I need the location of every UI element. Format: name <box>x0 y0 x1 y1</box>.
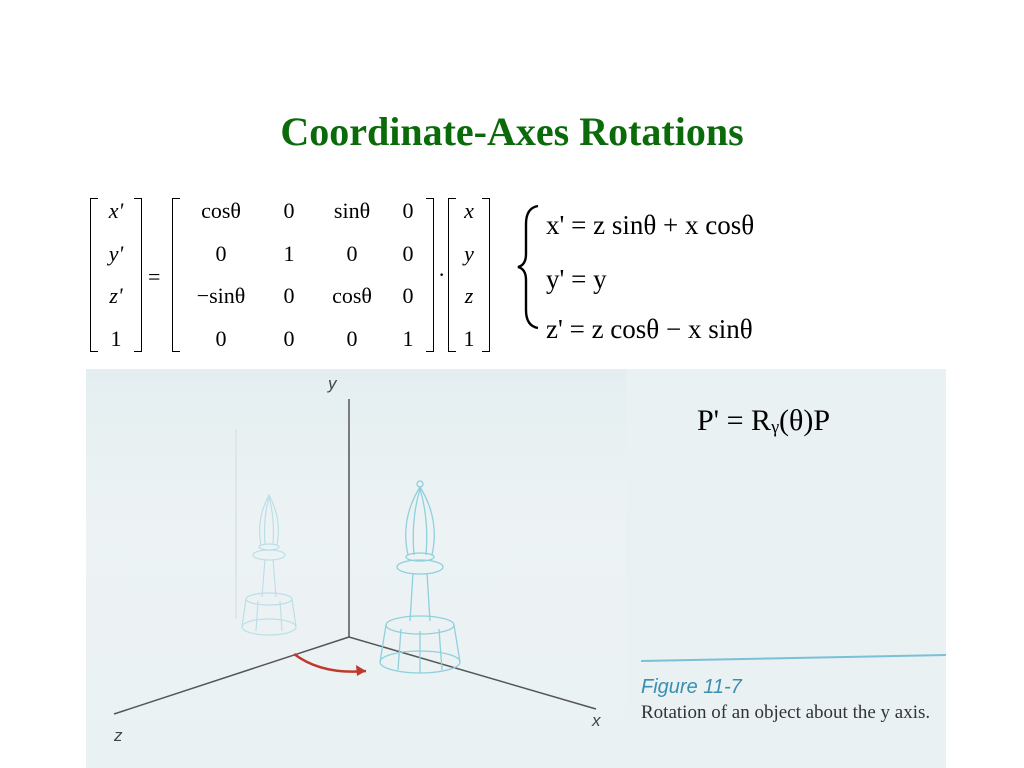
equation-line: x' = z sinθ + x cosθ <box>546 210 755 240</box>
z-axis-line <box>113 636 350 715</box>
input-vector: x y z 1 <box>448 190 490 360</box>
axis-label-z: z <box>113 726 123 745</box>
figure-illustration: y x z <box>113 369 946 768</box>
matrix-cell: 0 <box>346 240 358 266</box>
dot-operator: · <box>438 262 446 287</box>
result-vector-cell: z' <box>109 283 123 309</box>
matrix-cell: 1 <box>283 240 295 266</box>
input-vector-cell: z <box>464 283 474 309</box>
matrix-cell: 0 <box>283 198 295 224</box>
figure-photo: y x z <box>86 369 946 768</box>
matrix-cell: 0 <box>402 240 414 266</box>
matrix-cell: sinθ <box>333 198 371 224</box>
matrix-cell: 0 <box>346 325 358 351</box>
rotation-arrow-icon <box>293 652 367 676</box>
matrix-cell: cosθ <box>201 198 241 224</box>
left-brace-icon <box>517 204 539 330</box>
figure-caption: Rotation of an object about the y axis. <box>641 702 931 723</box>
equation-system: x' = z sinθ + x cosθ y' = y z' = z cosθ … <box>514 202 844 352</box>
input-vector-cell: x <box>464 198 474 224</box>
matrix-cell: 1 <box>402 325 414 351</box>
rotated-object-icon <box>379 480 461 674</box>
x-axis-line <box>348 636 597 710</box>
result-vector: x' y' z' 1 <box>90 190 142 360</box>
figure-label: Figure 11-7 <box>641 676 742 698</box>
matrix-equation: x' y' z' 1 = cosθ 0 −sinθ 0 0 1 0 0 sinθ… <box>90 190 490 368</box>
result-vector-cell: 1 <box>110 325 122 351</box>
matrix-cell: cosθ <box>332 283 372 309</box>
result-vector-cell: y' <box>108 240 124 266</box>
equation-line: y' = y <box>546 264 607 294</box>
axis-label-y: y <box>327 374 338 393</box>
equals-sign: = <box>148 264 161 289</box>
input-vector-cell: y <box>464 240 474 266</box>
input-vector-cell: 1 <box>463 325 475 351</box>
matrix-cell: −sinθ <box>196 283 246 309</box>
matrix-cell: 0 <box>402 198 414 224</box>
matrix-cell: 0 <box>283 325 295 351</box>
result-vector-cell: x' <box>108 198 124 224</box>
matrix-cell: 0 <box>402 283 414 309</box>
axis-label-x: x <box>591 711 601 730</box>
equation-line: z' = z cosθ − x sinθ <box>546 314 753 344</box>
rotation-matrix: cosθ 0 −sinθ 0 0 1 0 0 sinθ 0 cosθ 0 0 0… <box>172 190 434 360</box>
matrix-cell: 0 <box>215 240 227 266</box>
matrix-cell: 0 <box>283 283 295 309</box>
page-title: Coordinate-Axes Rotations <box>280 109 744 154</box>
original-object-icon <box>241 493 297 636</box>
matrix-cell: 0 <box>215 325 227 351</box>
compact-rotation-formula: P' = Rᵧ(θ)P <box>697 404 831 437</box>
